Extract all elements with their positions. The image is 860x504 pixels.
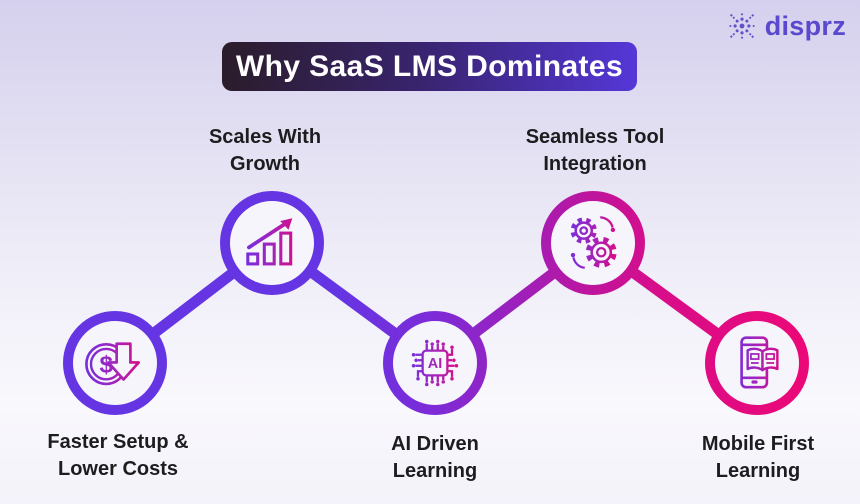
dollar-down-icon: $ (85, 342, 140, 386)
node-label-ai-learning: AI Driven Learning (391, 433, 479, 482)
mobile-book-icon (740, 336, 779, 389)
node-label-mobile-learning: Mobile First Learning (701, 433, 815, 482)
node-circle-ai-learning (383, 311, 487, 415)
node-circle-tool-integration (541, 191, 645, 295)
disprz-snowflake-icon (728, 13, 755, 39)
node-label-tool-integration: Seamless Tool Integration (525, 126, 665, 175)
node-label-faster-setup: Faster Setup & Lower Costs (47, 431, 189, 480)
dollar-symbol: $ (99, 352, 113, 379)
ai-chip-icon: AI (411, 339, 459, 387)
gears-icon (570, 216, 617, 269)
title-banner: Why SaaS LMS Dominates (222, 42, 637, 91)
brand-name: disprz (764, 11, 846, 41)
brand-logo: disprz (724, 8, 846, 44)
node-label-scales-growth: Scales With Growth (208, 126, 322, 175)
ai-chip-label: AI (428, 356, 442, 372)
growth-chart-icon (246, 218, 293, 266)
page-title: Why SaaS LMS Dominates (235, 49, 624, 83)
